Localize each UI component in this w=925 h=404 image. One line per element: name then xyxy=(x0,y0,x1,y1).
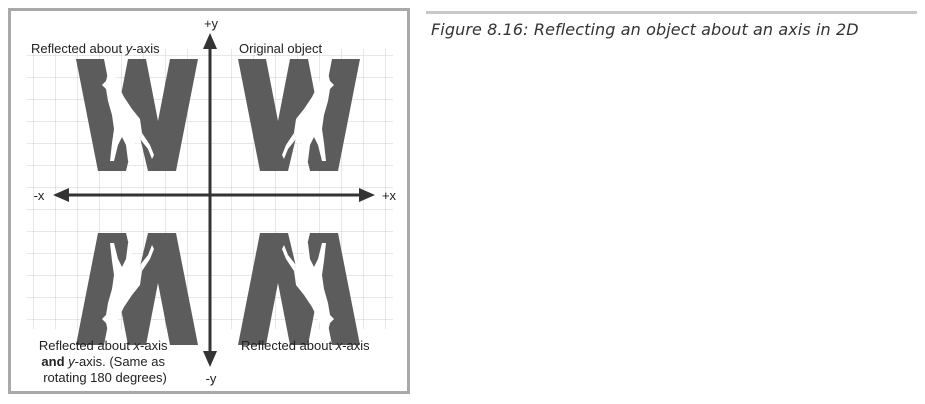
label-reflected-y-axis: Reflected about y-axis xyxy=(31,41,160,56)
x-axis-arrow-left-icon xyxy=(53,188,69,202)
label-reflected-both-axes: Reflected about x-axis and y-axis. (Same… xyxy=(39,338,171,385)
figure-caption: Figure 8.16: Reflecting an object about … xyxy=(431,20,859,39)
y-axis-negative-label: -y xyxy=(206,371,217,386)
y-axis-positive-label: +y xyxy=(204,16,219,31)
label-original-object: Original object xyxy=(239,41,322,56)
reflection-diagram: +y -y -x +x Reflected about y-axis Origi… xyxy=(13,11,405,391)
y-axis-arrow-down-icon xyxy=(203,351,217,367)
figure-frame: +y -y -x +x Reflected about y-axis Origi… xyxy=(8,8,410,394)
caption-divider xyxy=(426,11,917,14)
label-reflected-x-axis: Reflected about x-axis xyxy=(241,338,370,353)
x-axis-negative-label: -x xyxy=(34,188,45,203)
x-axis-positive-label: +x xyxy=(382,188,397,203)
y-axis-arrow-up-icon xyxy=(203,33,217,49)
x-axis-arrow-right-icon xyxy=(359,188,375,202)
axes xyxy=(53,33,375,367)
